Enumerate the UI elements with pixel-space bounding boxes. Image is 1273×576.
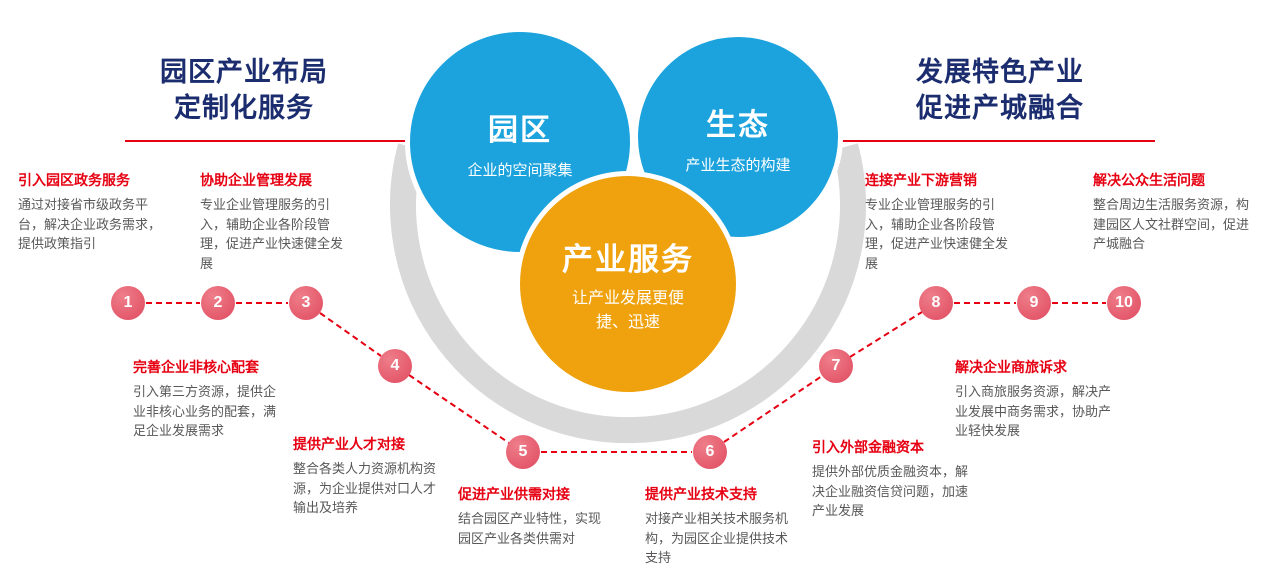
step-number-4: 4 [378,349,412,383]
step-number-9: 9 [1017,286,1051,320]
service-point-10: 解决公众生活问题 整合周边生活服务资源，构建园区人文社群空间，促进产城融合 [1093,170,1253,254]
service-point-title: 提供产业人才对接 [293,436,405,452]
service-circle: 产业服务 让产业发展更便捷、迅速 [515,171,741,397]
step-number-3: 3 [289,286,323,320]
service-point-title: 促进产业供需对接 [458,486,570,502]
right-header-line1: 发展特色产业 [916,57,1084,87]
service-point-desc: 对接产业相关技术服务机构，为园区企业提供技术支持 [645,511,789,565]
service-point-2: 协助企业管理发展 专业企业管理服务的引入，辅助企业各阶段管理，促进产业快速健全发… [200,170,350,273]
step-number-7: 7 [819,349,853,383]
service-point-5: 促进产业供需对接 结合园区产业特性，实现园区产业各类供需对 [458,484,608,548]
ecosystem-circle-subtitle: 产业生态的构建 [685,156,791,174]
right-header-line2: 促进产城融合 [916,92,1084,123]
service-point-desc: 提供外部优质金融资本，解决企业融资信贷问题，加速产业发展 [812,464,969,518]
service-point-desc: 通过对接省市级政务平台，解决企业政务需求，提供政策指引 [18,197,162,251]
service-point-title: 协助企业管理发展 [200,172,312,188]
service-point-title: 提供产业技术支持 [645,486,757,502]
service-point-title: 解决企业商旅诉求 [955,359,1067,375]
park-circle-title: 园区 [488,113,552,147]
service-point-desc: 整合各类人力资源机构资源，为企业提供对口人才输出及培养 [293,461,437,515]
left-header: 园区产业布局 定制化服务 [118,55,370,126]
service-circle-title: 产业服务 [562,242,694,278]
service-circle-subtitle: 让产业发展更便捷、迅速 [571,290,684,331]
service-point-1: 引入园区政务服务 通过对接省市级政务平台，解决企业政务需求，提供政策指引 [18,170,170,254]
service-point-4: 提供产业人才对接 整合各类人力资源机构资源，为企业提供对口人才输出及培养 [293,434,445,518]
service-point-desc: 专业企业管理服务的引入，辅助企业各阶段管理，促进产业快速健全发展 [200,197,344,271]
service-point-7: 引入外部金融资本 提供外部优质金融资本，解决企业融资信贷问题，加速产业发展 [812,437,980,521]
service-point-3: 完善企业非核心配套 引入第三方资源，提供企业非核心业务的配套，满足企业发展需求 [133,357,283,441]
service-point-title: 引入园区政务服务 [18,172,130,188]
service-point-desc: 结合园区产业特性，实现园区产业各类供需对 [458,511,602,546]
service-point-8: 解决企业商旅诉求 引入商旅服务资源，解决产业发展中商务需求，协助产业轻快发展 [955,357,1123,441]
right-header: 发展特色产业 促进产城融合 [874,55,1126,126]
service-point-title: 连接产业下游营销 [865,172,977,188]
left-header-line1: 园区产业布局 [160,57,328,87]
left-header-line2: 定制化服务 [174,92,314,123]
step-number-8: 8 [919,286,953,320]
step-number-1: 1 [111,286,145,320]
step-number-10: 10 [1107,286,1141,320]
step-number-5: 5 [506,435,540,469]
ecosystem-circle-title: 生态 [706,108,770,142]
service-point-6: 提供产业技术支持 对接产业相关技术服务机构，为园区企业提供技术支持 [645,484,795,568]
step-number-6: 6 [693,435,727,469]
step-number-2: 2 [201,286,235,320]
service-point-desc: 引入商旅服务资源，解决产业发展中商务需求，协助产业轻快发展 [955,384,1112,438]
service-point-desc: 引入第三方资源，提供企业非核心业务的配套，满足企业发展需求 [133,384,277,438]
service-point-title: 解决公众生活问题 [1093,172,1205,188]
park-circle-subtitle: 企业的空间聚集 [467,161,573,179]
service-point-desc: 专业企业管理服务的引入，辅助企业各阶段管理，促进产业快速健全发展 [865,197,1009,271]
service-point-title: 完善企业非核心配套 [133,359,259,375]
service-point-desc: 整合周边生活服务资源，构建园区人文社群空间，促进产城融合 [1093,197,1250,251]
service-point-9: 连接产业下游营销 专业企业管理服务的引入，辅助企业各阶段管理，促进产业快速健全发… [865,170,1015,273]
